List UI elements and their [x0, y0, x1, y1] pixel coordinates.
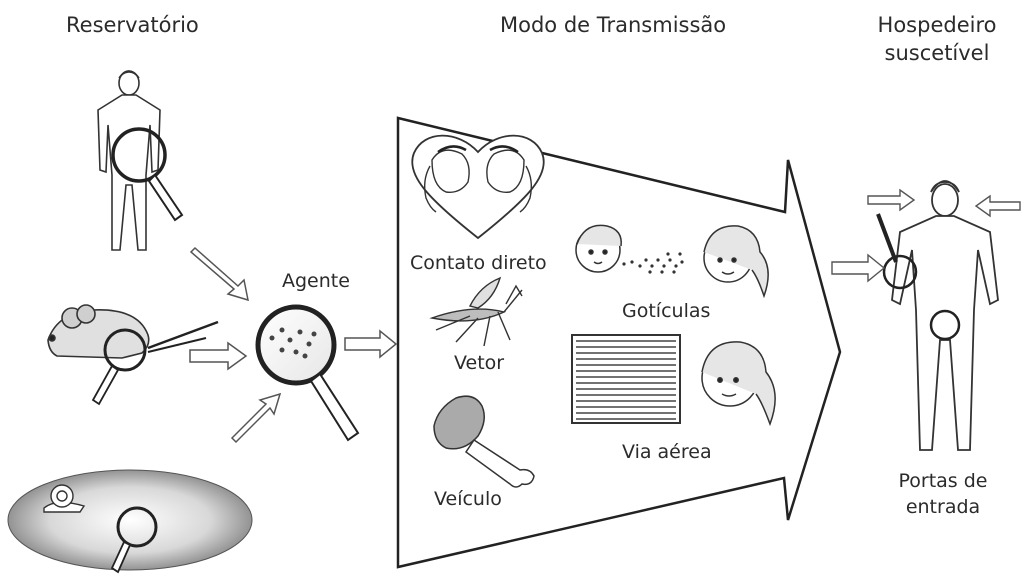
snail-icon [43, 484, 86, 513]
reservoir-environment-ground [7, 469, 253, 571]
heading-host-line2: suscetível [884, 41, 990, 65]
mosquito-vector-icon [429, 276, 523, 347]
arrow-human-to-agent [189, 246, 249, 302]
label-vector: Vetor [454, 352, 505, 374]
heading-reservoir: Reservatório [66, 13, 199, 37]
reservoir-human-figure [97, 70, 161, 251]
food-vehicle-icon [433, 395, 535, 488]
entry-arrow-arm [831, 253, 886, 283]
heading-transmission-mode: Modo de Transmissão [500, 13, 727, 37]
syringe-icon [876, 213, 898, 263]
entry-arrow-left [867, 188, 916, 212]
reservoir-mouse-figure [47, 304, 219, 359]
magnifier-icon [111, 127, 184, 222]
arrow-mouse-to-agent [189, 341, 248, 371]
label-direct-contact: Contato direto [410, 252, 547, 274]
airborne-face-icon [701, 341, 776, 427]
label-vehicle: Veículo [434, 488, 502, 510]
magnifier-icon [91, 328, 147, 406]
air-vent-grille-icon [571, 334, 681, 424]
entry-port-groin-circle [929, 309, 961, 341]
host-human-figure [891, 180, 999, 451]
droplets-source-face-icon [575, 224, 622, 273]
arrow-agent-to-transmission [344, 329, 398, 359]
label-entry-ports: Portas de entrada [878, 470, 1008, 518]
label-entry-line2: entrada [905, 496, 981, 518]
label-droplets: Gotículas [622, 300, 711, 322]
label-entry-line1: Portas de [898, 470, 988, 492]
heading-susceptible-host: Hospedeiro suscetível [862, 13, 1012, 65]
heading-host-line1: Hospedeiro [877, 13, 997, 37]
label-airborne: Via aérea [622, 441, 712, 463]
arrow-environment-to-agent [230, 392, 282, 444]
magnifier-icon [110, 506, 158, 574]
agent-magnifier-icon [255, 304, 360, 442]
entry-port-arm-circle [882, 254, 918, 290]
droplet-particles [622, 252, 684, 274]
entry-arrow-right [974, 194, 1021, 218]
droplets-target-face-icon [703, 225, 769, 299]
kissing-faces-icon [423, 145, 533, 213]
label-agent: Agente [282, 270, 350, 292]
